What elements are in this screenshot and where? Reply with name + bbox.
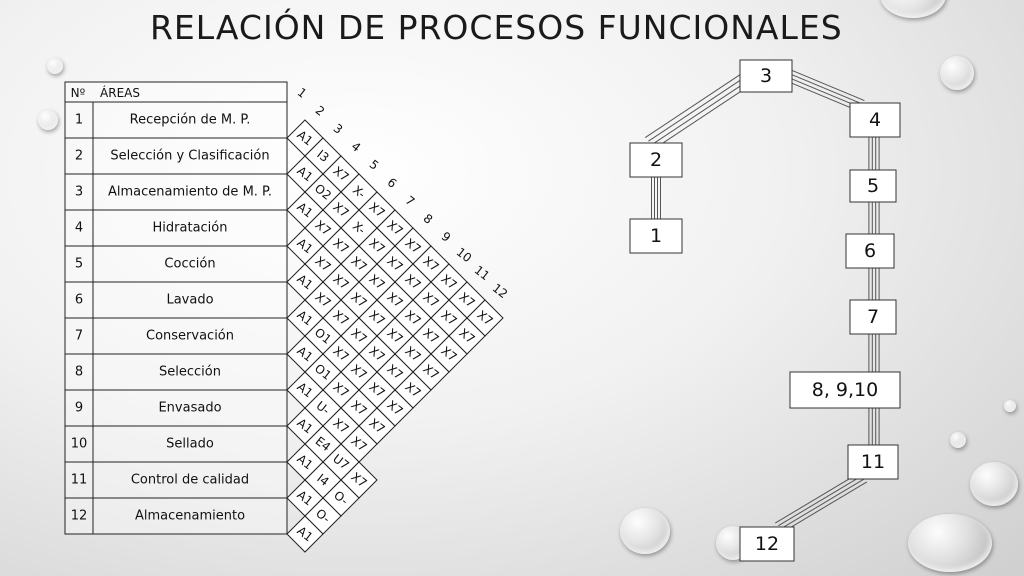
row-number: 11 (71, 473, 88, 488)
row-area-label: Sellado (166, 437, 214, 452)
relation-code: O- (331, 488, 351, 508)
flow-node-label: 11 (861, 451, 885, 473)
row-area-label: Envasado (158, 401, 221, 416)
row-area-label: Conservación (146, 329, 234, 344)
row-number: 6 (75, 293, 83, 308)
matrix-column-number: 6 (385, 175, 400, 191)
areas-table (64, 81, 288, 535)
relationship-line (651, 81, 747, 146)
row-number: 7 (75, 329, 83, 344)
row-area-label: Lavado (166, 293, 213, 308)
water-drop (620, 508, 670, 554)
row-number: 9 (75, 401, 83, 416)
flow-node (629, 218, 683, 254)
header-areas: ÁREAS (100, 85, 140, 100)
water-drop (970, 462, 1018, 506)
water-drop (908, 514, 992, 572)
relationship-line (774, 473, 858, 524)
row-area-label: Almacenamiento (135, 509, 245, 524)
flow-node-label: 5 (867, 175, 879, 197)
matrix-column-number: 9 (439, 229, 454, 245)
water-drop (940, 56, 974, 90)
row-number: 12 (71, 509, 88, 524)
relationship-line (789, 77, 862, 109)
relationship-line (784, 481, 868, 532)
matrix-column-number: 4 (349, 139, 364, 155)
page-title: RELACIÓN DE PROCESOS FUNCIONALES (150, 8, 843, 47)
water-drop (38, 110, 58, 130)
row-number: 5 (75, 257, 83, 272)
flow-node (849, 102, 901, 138)
row-number: 10 (71, 437, 88, 452)
relationship-line (790, 73, 863, 105)
relation-code: O- (313, 506, 333, 526)
row-area-label: Selección y Clasificación (110, 149, 269, 164)
water-drop (880, 0, 946, 18)
relationship-line (778, 476, 861, 527)
flow-node (789, 371, 901, 409)
flow-node-label: 6 (864, 240, 876, 262)
water-drop (1004, 400, 1016, 412)
relationship-line (648, 77, 744, 142)
row-area-label: Cocción (164, 257, 215, 272)
water-drop (950, 432, 966, 448)
row-area-label: Control de calidad (131, 473, 249, 488)
flow-node (739, 59, 793, 93)
flow-node (845, 233, 895, 269)
flow-node-label: 2 (650, 149, 662, 171)
row-number: 8 (75, 365, 83, 380)
flow-node-label: 1 (650, 225, 662, 247)
matrix-cell (286, 515, 324, 553)
matrix-column-number: 8 (421, 211, 436, 227)
flow-node-label: 7 (867, 306, 879, 328)
relationship-line (781, 478, 864, 529)
header-number: Nº (71, 86, 86, 100)
flow-node (629, 142, 683, 178)
matrix-column-number: 12 (490, 281, 511, 301)
flow-node-label: 3 (760, 65, 772, 87)
row-area-label: Recepción de M. P. (130, 113, 251, 128)
flow-node (849, 169, 897, 203)
row-number: 3 (75, 185, 83, 200)
row-number: 2 (75, 149, 83, 164)
relationship-line (787, 80, 860, 112)
relationship-line (792, 70, 865, 102)
flow-node-label: 8, 9,10 (812, 379, 878, 401)
row-area-label: Hidratación (153, 221, 228, 236)
matrix-column-number: 10 (454, 245, 475, 265)
row-number: 4 (75, 221, 83, 236)
row-area-label: Selección (159, 365, 221, 380)
water-drop (47, 58, 63, 74)
flow-node (739, 526, 795, 562)
relationship-line (644, 74, 741, 139)
matrix-column-number: 1 (295, 85, 310, 101)
matrix-column-number: 2 (313, 103, 328, 119)
matrix-column-number: 7 (403, 193, 418, 209)
relationship-line (654, 84, 751, 149)
flow-node-label: 12 (755, 533, 779, 555)
matrix-column-number: 5 (367, 157, 382, 173)
matrix-column-number: 3 (331, 121, 346, 137)
flow-node (849, 299, 897, 335)
matrix-column-number: 11 (472, 263, 493, 283)
row-number: 1 (75, 113, 83, 128)
flow-node-label: 4 (869, 109, 881, 131)
row-area-label: Almacenamiento de M. P. (108, 185, 272, 200)
flow-node (847, 444, 899, 480)
